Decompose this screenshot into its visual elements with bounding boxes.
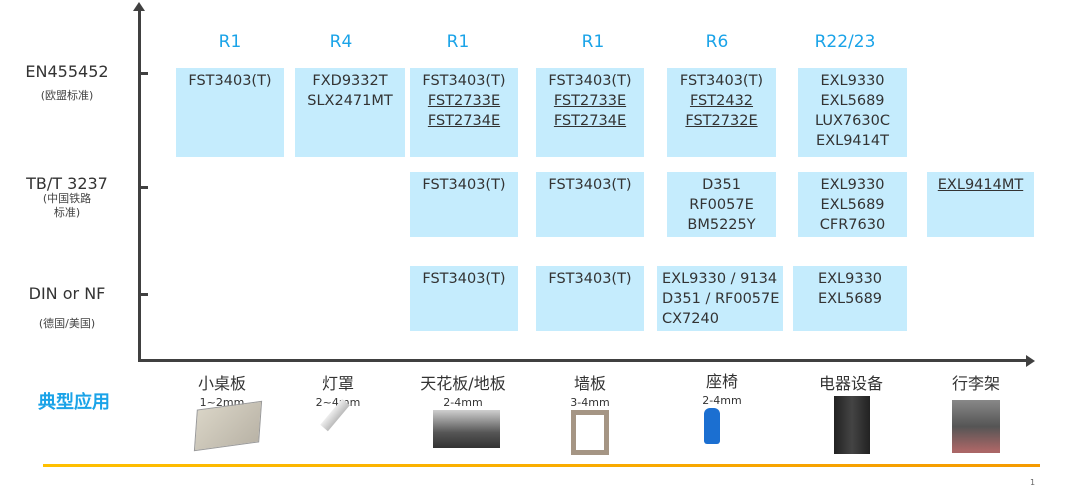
- ceiling-floor-image: [433, 410, 500, 448]
- electrical-equipment-image: [834, 396, 870, 454]
- rating-label: R1: [446, 32, 470, 52]
- material-cell: FST3403(T): [410, 172, 518, 237]
- material-grade[interactable]: EXL9414MT: [937, 177, 1024, 193]
- page-number: 1: [1030, 478, 1036, 487]
- material-cell: FST3403(T): [536, 266, 644, 331]
- material-grade: FST3403(T): [548, 271, 632, 287]
- material-grade: EXL9414T: [816, 133, 889, 149]
- material-grade: EXL5689: [817, 291, 883, 307]
- standard-sub: (欧盟标准): [40, 89, 94, 102]
- application-item: 天花板/地板 2-4mm: [403, 370, 523, 409]
- material-grade[interactable]: FST2734E: [427, 113, 501, 129]
- wall-panel-image: [571, 410, 609, 455]
- material-grade[interactable]: FST2733E: [553, 93, 627, 109]
- material-grade: RF0057E: [689, 197, 754, 213]
- y-axis: [138, 8, 141, 362]
- axis-tick: [141, 72, 148, 75]
- y-axis-arrow: [133, 2, 145, 11]
- material-grade: FST3403(T): [679, 73, 764, 89]
- application-item: 电器设备: [791, 370, 911, 396]
- standard-din: DIN or NF (德国/美国): [2, 284, 132, 331]
- material-grade: FST3403(T): [422, 73, 506, 89]
- material-cell: FST3403(T): [410, 266, 518, 331]
- rating-label: R1: [581, 32, 605, 52]
- standard-name: DIN or NF: [28, 284, 106, 303]
- material-cell: FST3403(T): [176, 68, 284, 157]
- rating-label: R4: [329, 32, 353, 52]
- material-grade: FST3403(T): [422, 177, 506, 193]
- rating-label: R6: [705, 32, 729, 52]
- material-grade: EXL5689: [820, 93, 885, 109]
- tray-table-image: [193, 400, 263, 452]
- material-cell: FST3403(T): [536, 172, 644, 237]
- standard-en: EN455452 (欧盟标准): [2, 62, 132, 103]
- rating-label: R22/23: [814, 32, 876, 52]
- material-grade: EXL5689: [820, 197, 885, 213]
- material-grade: EXL9330 / 9134: [662, 271, 778, 287]
- material-grade: FST3403(T): [188, 73, 272, 89]
- standard-tb: TB/T 3237 (中国铁路 标准): [2, 176, 132, 220]
- material-grade: FST3403(T): [548, 73, 632, 89]
- typical-application-label: 典型应用: [38, 392, 110, 413]
- application-thickness: 2-4mm: [702, 394, 742, 407]
- material-grade: FXD9332T: [312, 73, 388, 89]
- x-axis-arrow: [1026, 355, 1035, 367]
- application-name: 墙板: [573, 374, 606, 393]
- application-item: 座椅 2-4mm: [662, 368, 782, 407]
- material-grade: FST3403(T): [548, 177, 632, 193]
- material-grade: CFR7630: [819, 217, 886, 233]
- material-cell: FST3403(T) FST2733E FST2734E: [536, 68, 644, 157]
- material-grade[interactable]: FST2733E: [427, 93, 501, 109]
- luggage-rack-image: [952, 400, 1000, 453]
- material-grade: FST3403(T): [422, 271, 506, 287]
- footer-rule: [43, 464, 1040, 467]
- application-name: 行李架: [951, 374, 1000, 393]
- material-grade: LUX7630C: [815, 113, 890, 129]
- material-grade: BM5225Y: [687, 217, 756, 233]
- material-grade: D351 / RF0057E: [662, 291, 780, 307]
- standard-name: EN455452: [25, 62, 109, 81]
- seat-image: [704, 408, 720, 444]
- axis-tick: [141, 186, 148, 189]
- standard-sub: (中国铁路 标准): [42, 192, 92, 219]
- material-grade: EXL9330: [817, 271, 883, 287]
- material-grade[interactable]: FST2432: [689, 93, 754, 109]
- material-grade: EXL9330: [820, 73, 885, 89]
- material-grade: EXL9330: [820, 177, 885, 193]
- rating-label: R1: [218, 32, 242, 52]
- material-cell: FST3403(T) FST2733E FST2734E: [410, 68, 518, 157]
- axis-tick: [141, 293, 148, 296]
- material-grade: D351: [702, 177, 741, 193]
- standard-name: TB/T 3237: [26, 174, 108, 193]
- application-thickness: 3-4mm: [570, 396, 610, 409]
- application-thickness: 2-4mm: [443, 396, 483, 409]
- standard-sub: (德国/美国): [38, 317, 96, 330]
- material-grade[interactable]: FST2734E: [553, 113, 627, 129]
- application-name: 电器设备: [818, 374, 883, 393]
- x-axis: [138, 359, 1028, 362]
- application-name: 灯罩: [321, 374, 354, 393]
- application-name: 天花板/地板: [420, 374, 506, 393]
- material-grade: SLX2471MT: [307, 93, 393, 109]
- application-item: 墙板 3-4mm: [530, 370, 650, 409]
- material-grade[interactable]: FST2732E: [685, 113, 758, 129]
- application-name: 小桌板: [197, 374, 246, 393]
- application-name: 座椅: [705, 372, 738, 391]
- material-grade: CX7240: [662, 311, 719, 327]
- material-cell: EXL9414MT: [927, 172, 1034, 237]
- application-item: 行李架: [916, 370, 1036, 396]
- material-cell: FXD9332T SLX2471MT: [295, 68, 405, 157]
